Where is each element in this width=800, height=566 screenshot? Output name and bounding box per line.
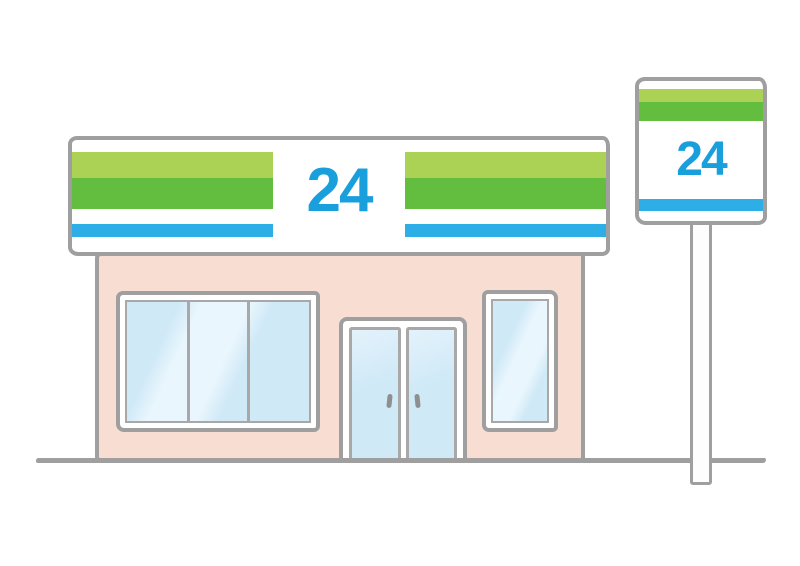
left-window <box>116 291 320 432</box>
fascia-stripe-green-left <box>72 178 273 209</box>
fascia-stripe-lightgreen-right <box>405 152 606 178</box>
door-right <box>405 327 457 458</box>
pole-sign-stripe-green <box>639 102 763 121</box>
right-window-pane <box>491 299 549 423</box>
pole-sign-middle: 24 <box>639 121 763 199</box>
fascia-stripe-blue-left <box>72 224 273 237</box>
pole-sign-stripe-blue <box>639 199 763 211</box>
right-window <box>482 290 558 432</box>
store-fascia-sign: 24 <box>68 136 610 256</box>
pole-sign: 24 <box>635 77 767 225</box>
fascia-stripe-lightgreen-left <box>72 152 273 178</box>
fascia-stripes-right <box>405 140 606 252</box>
store-sign-24-text: 24 <box>306 156 374 225</box>
window-mullion <box>187 302 191 421</box>
sign-pole <box>690 210 712 485</box>
left-window-panes <box>125 300 311 423</box>
fascia-stripe-gap-right <box>405 209 606 224</box>
fascia-stripe-green-right <box>405 178 606 209</box>
door-handle-right <box>413 393 421 409</box>
entrance-doors <box>339 317 467 462</box>
fascia-stripes-left <box>72 140 273 252</box>
window-mullion <box>247 302 251 421</box>
pole-sign-stripe-lightgreen <box>639 89 763 102</box>
door-handle-left <box>385 393 393 409</box>
pole-sign-24-text: 24 <box>676 133 727 186</box>
door-left <box>349 327 401 458</box>
fascia-stripe-gap-left <box>72 209 273 224</box>
fascia-center: 24 <box>273 140 405 252</box>
fascia-stripe-blue-right <box>405 224 606 237</box>
